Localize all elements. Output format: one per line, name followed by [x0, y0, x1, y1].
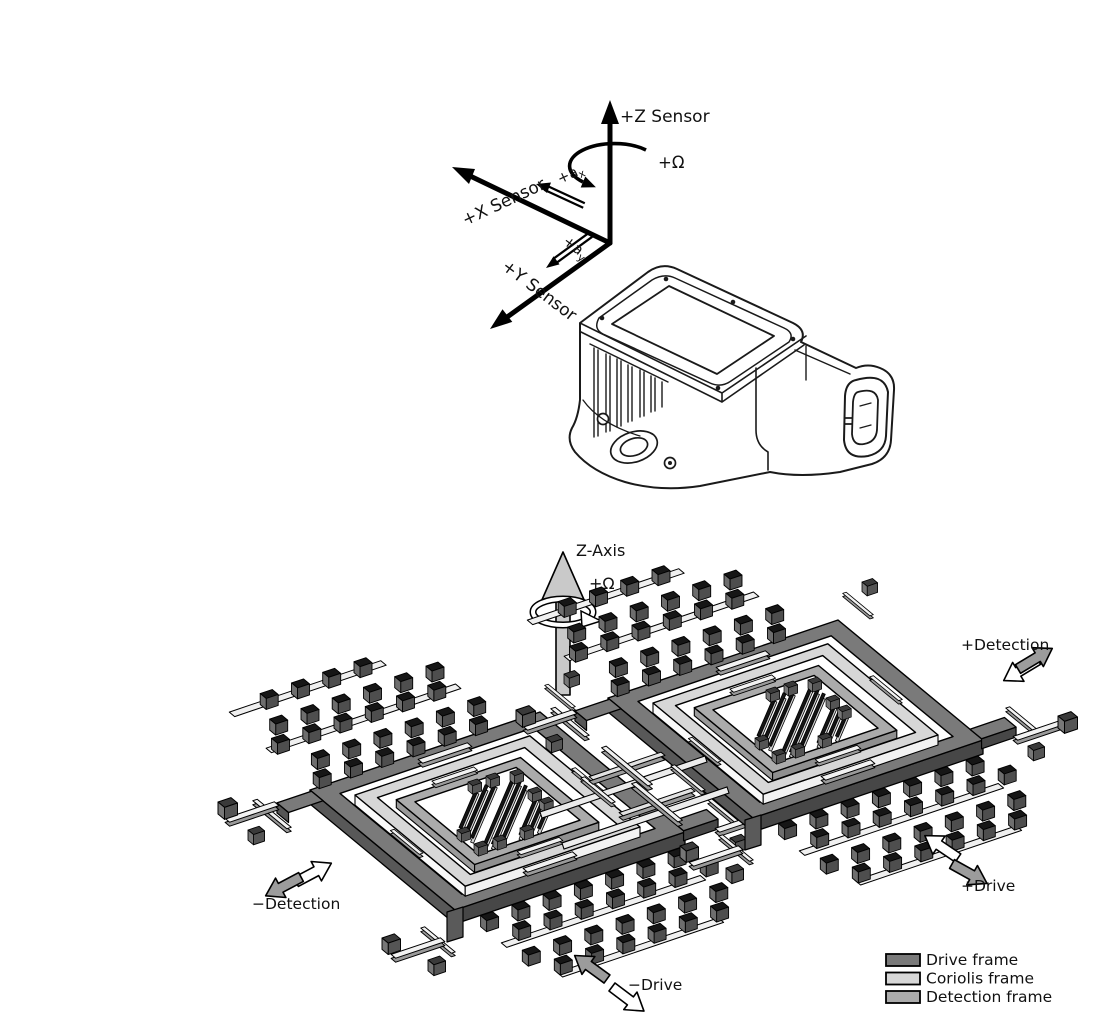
legend-swatch-coriolis-frame — [885, 971, 921, 986]
plus-drive-label: +Drive — [961, 877, 1015, 895]
mems-gyroscope-diagram: Z-Axis +Ω — [218, 541, 1078, 1021]
mems-omega-label: +Ω — [589, 574, 615, 593]
module-lid-plate — [611, 285, 775, 375]
plus-detection-label: +Detection — [961, 636, 1049, 654]
x-sensor-label: +X Sensor — [459, 174, 549, 230]
z-axis-arrowhead — [601, 100, 619, 124]
omega-label: +Ω — [658, 153, 684, 172]
legend-swatch-drive-frame — [885, 953, 921, 967]
coupling-springs — [539, 745, 730, 850]
lid-screws — [599, 276, 796, 391]
module-connector — [755, 345, 889, 471]
module-lid-rim — [596, 275, 792, 386]
legend-label-detection-frame: Detection frame — [926, 988, 1052, 1006]
minus-drive-label: −Drive — [628, 976, 682, 994]
legend-label-coriolis-frame: Coriolis frame — [926, 970, 1034, 988]
y-axis-line — [500, 240, 613, 323]
rotation-arrowhead — [580, 176, 596, 188]
accel-x-arrow — [536, 182, 586, 209]
module-flange — [582, 399, 677, 470]
left-gyro-mass — [218, 658, 780, 977]
module-ribs — [589, 343, 669, 438]
sensor-module-illustration — [568, 265, 896, 490]
legend-label-drive-frame: Drive frame — [926, 951, 1018, 969]
mems-rotation-arrow — [529, 595, 603, 629]
rotation-arrow-arc — [567, 141, 647, 184]
x-axis-line — [463, 171, 613, 246]
legend-swatch-detection-frame — [885, 990, 921, 1004]
accel-y-arrow — [546, 231, 593, 268]
mems-z-axis-label: Z-Axis — [576, 541, 625, 560]
minus-detection-label: −Detection — [252, 895, 340, 913]
y-axis-arrowhead — [490, 309, 513, 329]
legend: Drive frame Coriolis frame Detection fra… — [885, 951, 1052, 1006]
z-sensor-label: +Z Sensor — [620, 107, 710, 127]
x-axis-arrowhead — [452, 167, 475, 184]
